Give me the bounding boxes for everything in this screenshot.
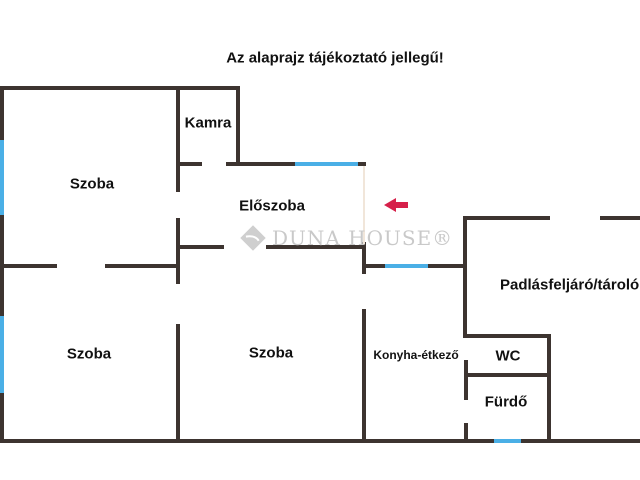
room-label-eloszoba: Előszoba (239, 197, 305, 215)
arrow-left-icon (384, 198, 408, 212)
room-label-kamra: Kamra (184, 114, 232, 132)
room-label-furdo: Fürdő (484, 393, 528, 411)
room-label-padlasfeljaro: Padlásfeljáró/tároló (500, 276, 640, 294)
walls (0, 86, 640, 443)
disclaimer-note: Az alaprajz tájékoztató jellegű! (226, 49, 444, 67)
duna-house-logo (240, 225, 266, 251)
room-label-konyha-etkezo: Konyha-étkező (373, 348, 459, 362)
watermark-text: DUNA HOUSE® (272, 226, 454, 250)
room-label-wc: WC (495, 347, 521, 365)
room-label-szoba: Szoba (69, 175, 115, 193)
room-label-szoba: Szoba (248, 344, 294, 362)
room-label-szoba: Szoba (66, 345, 112, 363)
windows (0, 140, 521, 443)
